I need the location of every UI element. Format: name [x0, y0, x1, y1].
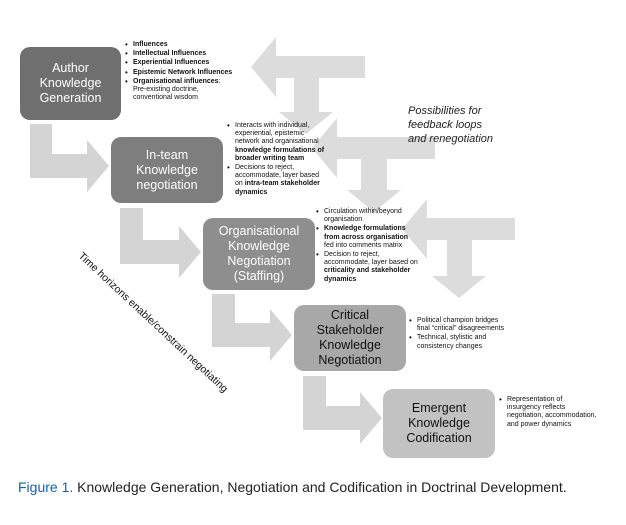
- bullet-item: Interacts with individual, experiential,…: [227, 122, 325, 163]
- bullet-text: Circulation within/beyond organisation: [324, 208, 402, 224]
- bullet-text: fed into comments matrix: [324, 241, 403, 249]
- bullet-text: Political champion bridges final “critic…: [417, 317, 505, 333]
- bullet-item: Circulation within/beyond organisation: [316, 208, 419, 224]
- bullet-list-author-generation: InfluencesIntellectual InfluencesExperie…: [124, 41, 233, 103]
- bullet-item: Experiential Influences: [125, 59, 233, 67]
- feedback-loops-label: Possibilities for feedback loops and ren…: [408, 105, 494, 145]
- bullet-list-critical-stakeholder: Political champion bridges final “critic…: [408, 317, 507, 352]
- bullet-item: Representation of insurgency reflects ne…: [499, 396, 597, 429]
- bullet-text: knowledge formulations of broader writin…: [235, 146, 325, 162]
- bullet-text: Decision to reject, accommodate, layer b…: [324, 251, 418, 267]
- bullet-item: Epistemic Network Influences: [125, 68, 233, 77]
- bullet-text: criticality and stakeholder dynamics: [324, 267, 411, 283]
- forward-arrow-2: [120, 208, 201, 278]
- feedback-arrow-3: [402, 199, 515, 298]
- bullet-item: Intellectual Influences: [125, 50, 233, 58]
- bullet-text: : Pre-existing doctrine, conventional wi…: [133, 77, 221, 102]
- forward-arrow-1: [30, 124, 109, 192]
- arrows-layer: [30, 37, 515, 444]
- bullet-text: intra-team stakeholder dynamics: [235, 180, 320, 196]
- stage-critical-stakeholder-knowledge-negotiation: Critical Stakeholder Knowledge Negotiati…: [294, 305, 406, 371]
- bullet-text: Representation of insurgency reflects ne…: [507, 396, 597, 428]
- bullet-item: Organisational influences: Pre-existing …: [125, 77, 233, 103]
- figure-caption-label: Figure 1.: [18, 479, 74, 495]
- bullet-text: Intellectual Influences: [133, 50, 207, 58]
- figure-caption: Figure 1. Knowledge Generation, Negotiat…: [18, 478, 598, 496]
- stage-author-knowledge-generation: Author Knowledge Generation: [20, 47, 121, 120]
- stage-emergent-knowledge-codification: Emergent Knowledge Codification: [383, 389, 495, 458]
- bullet-item: Technical, stylistic and consistency cha…: [409, 334, 507, 350]
- bullet-item: Knowledge formulations from across organ…: [316, 225, 419, 250]
- forward-arrow-4: [303, 376, 382, 444]
- bullet-text: Epistemic Network Influences: [133, 68, 233, 76]
- bullet-text: Experiential Influences: [133, 59, 210, 67]
- bullet-item: Decision to reject, accommodate, layer b…: [316, 251, 419, 284]
- bullet-list-emergent-codification: Representation of insurgency reflects ne…: [498, 396, 597, 430]
- bullet-text: Influences: [133, 41, 168, 48]
- feedback-arrow-1: [251, 37, 365, 134]
- bullet-list-organisational: Circulation within/beyond organisationKn…: [315, 208, 419, 285]
- bullet-text: Interacts with individual, experiential,…: [235, 122, 319, 146]
- bullet-item: Decisions to reject, accommodate, layer …: [227, 164, 325, 197]
- figure-caption-text: Knowledge Generation, Negotiation and Co…: [73, 479, 567, 495]
- stage-in-team-knowledge-negotiation: In-team Knowledge negotiation: [111, 137, 223, 203]
- bullet-item: Political champion bridges final “critic…: [409, 317, 507, 333]
- feedback-arrow-2: [312, 118, 435, 212]
- bullet-text: Decisions to reject, accommodate, layer …: [235, 164, 320, 188]
- bullet-list-in-team: Interacts with individual, experiential,…: [226, 122, 325, 198]
- bullet-text: Organisational influences: [133, 77, 219, 85]
- bullet-text: Knowledge formulations from across organ…: [324, 225, 409, 241]
- stage-organisational-knowledge-negotiation: Organisational Knowledge Negotiation (St…: [203, 218, 315, 290]
- bullet-text: Technical, stylistic and consistency cha…: [417, 334, 487, 350]
- forward-arrow-3: [212, 294, 292, 361]
- bullet-item: Influences: [125, 41, 233, 49]
